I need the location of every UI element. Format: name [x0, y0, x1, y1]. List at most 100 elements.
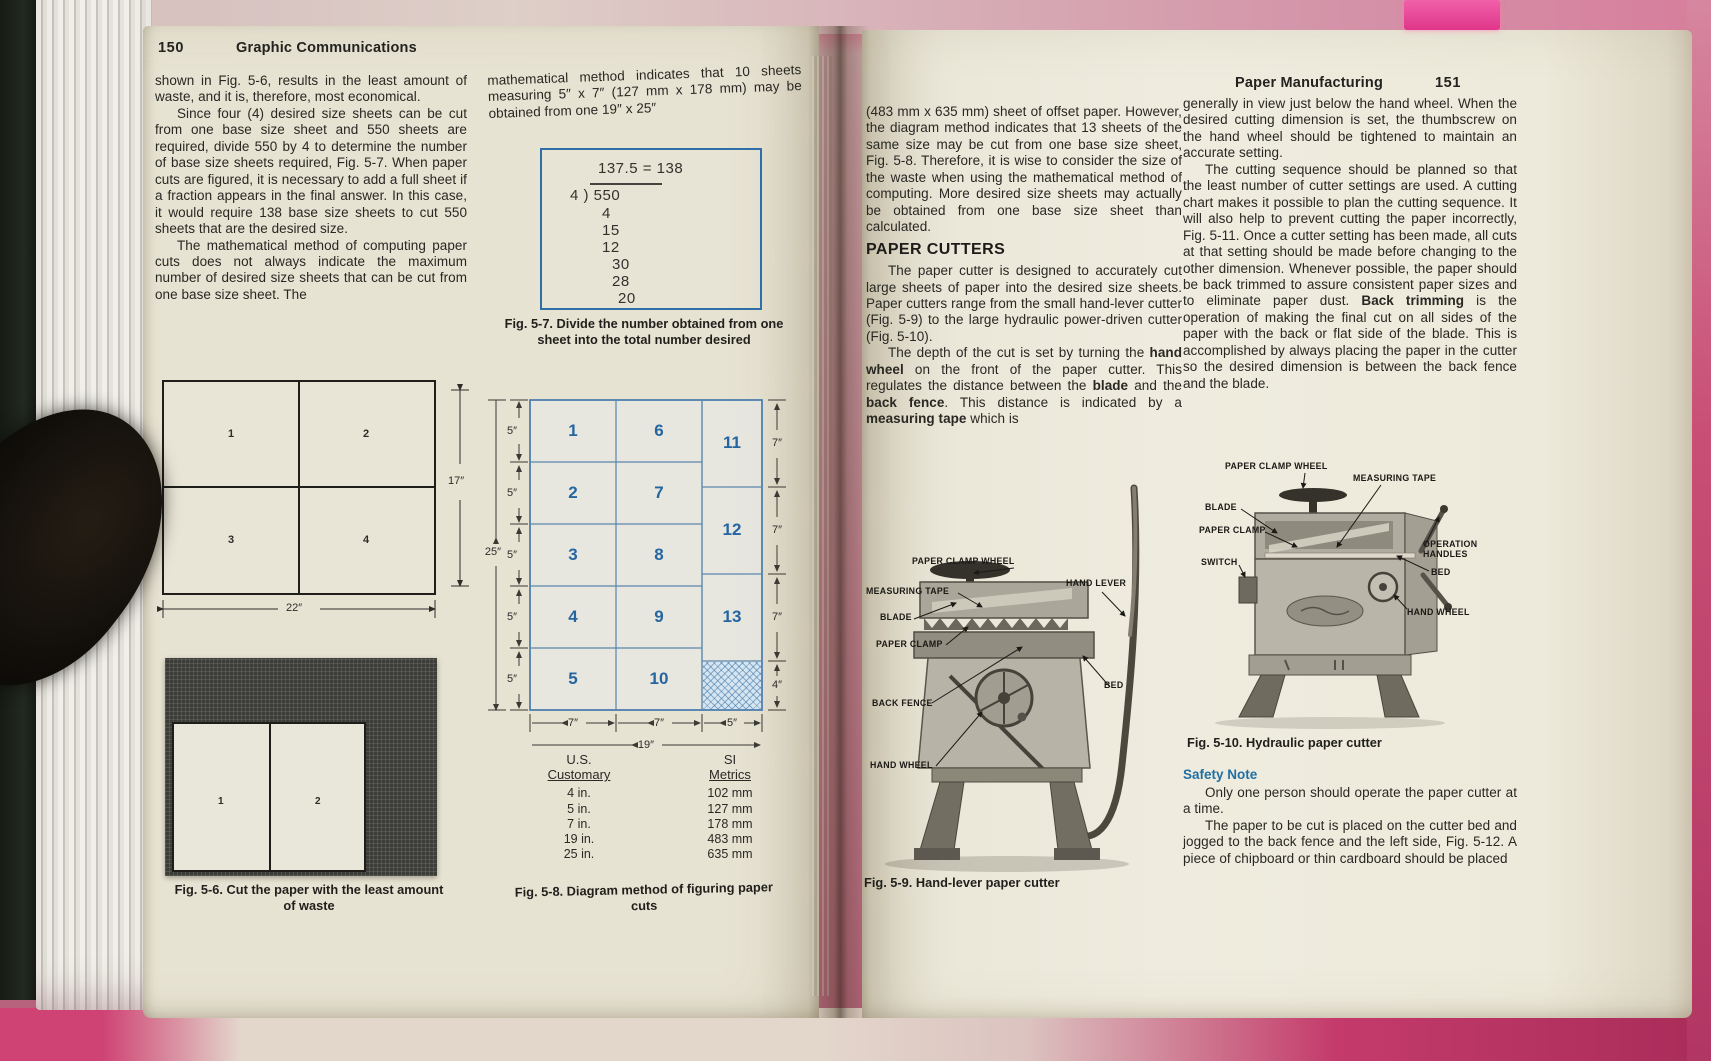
text-segment: and the	[1128, 378, 1182, 394]
label-paper-clamp-wheel: PAPER CLAMP WHEEL	[1225, 461, 1328, 471]
label-paper-clamp: PAPER CLAMP	[876, 639, 943, 649]
fig-5-8-caption: Fig. 5-8. Diagram method of figuring pap…	[485, 879, 804, 918]
dim-7in: 7″	[771, 437, 783, 449]
si-value: 635 mm	[707, 847, 753, 862]
us-value: 7 in.	[567, 816, 591, 831]
waste-cell-2-label: 2	[315, 796, 321, 807]
page-number-left: 150	[158, 40, 184, 56]
division-step: 30	[612, 256, 630, 273]
fig-5-10-hydraulic-cutter: PAPER CLAMP WHEEL MEASURING TAPE BLADE P…	[1185, 455, 1517, 737]
fig-5-6-sheet-diagram: 1 2 3 4 22″ 17″	[148, 376, 478, 638]
si-header: SI	[723, 752, 737, 767]
text-segment: on the front of the paper cutter. This r…	[866, 361, 1182, 394]
text-segment: The cutting sequence should be planned s…	[1183, 161, 1517, 309]
us-customary-column: U.S. Customary 4 in. 5 in. 7 in. 19 in. …	[516, 752, 642, 862]
label-bed: BED	[1104, 680, 1124, 690]
text-segment: The depth of the cut is set by turning t…	[888, 345, 1150, 361]
fig-5-7-caption: Fig. 5-7. Divide the number obtained fro…	[483, 316, 805, 348]
division-divisor: 4 ) 550	[570, 187, 621, 204]
safety-note-heading: Safety Note	[1183, 767, 1258, 782]
label-paper-clamp: PAPER CLAMP	[1199, 525, 1266, 535]
dim-19in: 19″	[637, 739, 655, 751]
paragraph: generally in view just below the hand wh…	[1183, 96, 1517, 161]
dim-5in: 5″	[506, 487, 518, 499]
fig-5-6-waste-diagram: 1 2	[165, 658, 437, 876]
fig-5-8-lines	[488, 399, 786, 748]
fig-5-9-hand-lever-cutter: PAPER CLAMP WHEEL MEASURING TAPE BLADE P…	[862, 450, 1187, 880]
fig-5-10-caption: Fig. 5-10. Hydraulic paper cutter	[1187, 735, 1382, 750]
term-back-fence: back fence	[866, 394, 945, 410]
term-measuring-tape: measuring tape	[866, 411, 967, 427]
cut-cell-12: 12	[722, 520, 742, 539]
dim-4in: 4″	[771, 679, 783, 691]
dim-5in: 5″	[726, 717, 738, 729]
hand-lever-cutter-illustration	[885, 484, 1140, 872]
sheet-cell-4: 4	[363, 534, 370, 546]
paragraph: The mathematical method of computing pap…	[155, 237, 467, 302]
label-hand-lever: HAND LEVER	[1066, 578, 1127, 588]
hydraulic-cutter-illustration	[1215, 472, 1452, 729]
fig-5-7-division-box: 137.5 = 138 4 ) 550 4 15 12 30 28 20	[540, 148, 762, 310]
dim-25in: 25″	[484, 546, 502, 558]
left-page-column-1: shown in Fig. 5-6, results in the least …	[155, 73, 467, 303]
si-subheader: Metrics	[709, 767, 751, 783]
paragraph: The depth of the cut is set by turning t…	[866, 345, 1182, 427]
cut-cell-6: 6	[654, 421, 664, 440]
fig-5-8-cutting-diagram: 1 2 3 4 5 6 7 8 9 10 11 12 13 5″ 5″ 5″ 5…	[482, 388, 818, 760]
dim-17in: 17″	[448, 475, 465, 487]
term-back-trimming: Back trimming	[1361, 293, 1465, 309]
cut-cell-3: 3	[568, 545, 578, 564]
division-step: 12	[602, 239, 620, 256]
division-step: 4	[602, 205, 611, 222]
label-bed: BED	[1431, 567, 1451, 577]
left-page-column-2: mathematical method indicates that 10 sh…	[487, 62, 803, 122]
dim-5in: 5″	[506, 549, 518, 561]
us-header: U.S.	[566, 752, 592, 767]
paragraph: (483 mm x 635 mm) sheet of offset paper.…	[866, 104, 1182, 235]
us-value: 4 in.	[567, 786, 591, 801]
caption-line: Fig. 5-6. Cut the paper with the least a…	[174, 882, 444, 897]
text-segment: which is	[966, 411, 1019, 427]
label-hand-wheel: HAND WHEEL	[1407, 607, 1470, 617]
right-page: Paper Manufacturing 151 (483 mm x 635 mm…	[862, 30, 1692, 1018]
paragraph: shown in Fig. 5-6, results in the least …	[155, 73, 467, 105]
dim-5in: 5″	[506, 611, 518, 623]
paragraph: mathematical method indicates that 10 sh…	[487, 62, 803, 121]
cut-cell-13: 13	[722, 607, 742, 626]
label-operation-handles: OPERATION HANDLES	[1423, 539, 1478, 559]
left-page: 150 Graphic Communications shown in Fig.…	[143, 26, 819, 1018]
us-subheader: Customary	[547, 767, 611, 783]
label-back-fence: BACK FENCE	[872, 698, 933, 708]
dim-7in: 7″	[771, 524, 783, 536]
fig-5-6-caption: Fig. 5-6. Cut the paper with the least a…	[153, 882, 465, 914]
dim-22in: 22″	[286, 602, 303, 614]
si-metrics-column: SI Metrics 102 mm 127 mm 178 mm 483 mm 6…	[670, 752, 790, 862]
text-segment: is the operation of making the final cut…	[1183, 293, 1517, 391]
right-page-column-1: (483 mm x 635 mm) sheet of offset paper.…	[866, 104, 1182, 428]
division-step: 28	[612, 273, 630, 290]
page-number-right: 151	[1435, 75, 1461, 91]
paragraph: Only one person should operate the paper…	[1183, 785, 1517, 817]
label-blade: BLADE	[880, 612, 912, 622]
us-value: 25 in.	[563, 847, 595, 862]
dim-7in: 7″	[771, 611, 783, 623]
dim-5in: 5″	[506, 425, 518, 437]
caption-line: of waste	[283, 898, 335, 913]
paragraph: The cutting sequence should be planned s…	[1183, 162, 1517, 392]
term-blade: blade	[1092, 378, 1129, 394]
caption-line: Fig. 5-7. Divide the number obtained fro…	[504, 316, 784, 331]
si-value: 127 mm	[707, 801, 753, 816]
label-blade: BLADE	[1205, 502, 1237, 512]
label-switch: SWITCH	[1201, 557, 1238, 567]
waste-cell-1-label: 1	[218, 796, 224, 807]
sheet-cell-2: 2	[363, 428, 370, 440]
label-hand-wheel: HAND WHEEL	[870, 760, 933, 770]
fig-5-6-lines	[157, 380, 469, 618]
paragraph: Since four (4) desired size sheets can b…	[155, 105, 467, 237]
waste-hatch-cell	[703, 662, 761, 709]
division-step: 15	[602, 222, 620, 239]
si-value: 102 mm	[707, 786, 753, 801]
text-segment: . This distance is indicated by a	[944, 394, 1182, 410]
book-gutter-shadow	[808, 26, 870, 1018]
